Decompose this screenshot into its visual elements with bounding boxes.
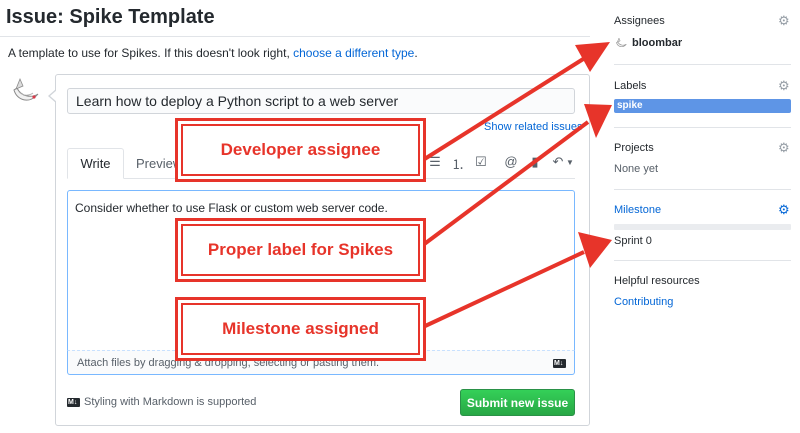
title-divider — [0, 36, 590, 37]
assignee-item[interactable]: bloombar — [614, 36, 682, 50]
sidebar-divider — [614, 260, 791, 261]
page-title: Issue: Spike Template — [6, 6, 215, 28]
callout-text: Milestone assigned — [222, 319, 379, 338]
chevron-down-icon[interactable]: ▼ — [566, 158, 574, 167]
assignee-name: bloombar — [632, 37, 683, 49]
show-related-issues-link[interactable]: Show related issues — [484, 121, 583, 133]
mention-icon[interactable]: @ — [504, 154, 518, 169]
callout-border — [181, 224, 420, 276]
callout-developer-assignee: Developer assignee — [175, 118, 426, 182]
arrow-head-milestone — [578, 232, 612, 268]
arrow-head-assignee — [575, 42, 610, 72]
callout-proper-label: Proper label for Spikes — [175, 218, 426, 282]
label-spike[interactable]: spike — [614, 99, 791, 113]
list-unordered-icon[interactable]: ☰ — [429, 154, 441, 169]
tasklist-icon[interactable]: ☑ — [475, 154, 487, 169]
milestone-heading[interactable]: Milestone — [614, 204, 662, 216]
helpful-resources-heading: Helpful resources — [614, 275, 700, 287]
sidebar-divider — [614, 189, 791, 190]
assignees-heading: Assignees — [614, 15, 665, 27]
issue-title-value: Learn how to deploy a Python script to a… — [76, 93, 399, 109]
projects-value: None yet — [614, 163, 659, 175]
arrow-to-assignee — [421, 54, 590, 162]
callout-border — [181, 124, 420, 176]
gear-icon[interactable]: ⚙ — [778, 78, 790, 93]
milestone-progress-bar — [614, 224, 791, 230]
callout-text: Proper label for Spikes — [207, 240, 394, 259]
issue-body-text: Consider whether to use Flask or custom … — [75, 201, 388, 215]
submit-new-issue-button[interactable]: Submit new issue — [460, 389, 575, 416]
gear-icon[interactable]: ⚙ — [778, 202, 790, 217]
arrow-to-milestone — [422, 250, 585, 329]
arrow-head-label — [584, 104, 612, 138]
template-description-end: . — [414, 46, 418, 60]
callout-border — [181, 303, 420, 355]
sidebar-divider — [614, 127, 791, 128]
projects-heading: Projects — [614, 142, 654, 154]
markdown-icon — [553, 358, 566, 369]
user-avatar[interactable] — [8, 74, 42, 108]
template-description-text: A template to use for Spikes. If this do… — [8, 46, 294, 60]
markdown-icon — [67, 397, 80, 408]
issue-title-input[interactable]: Learn how to deploy a Python script to a… — [67, 88, 575, 114]
template-description: A template to use for Spikes. If this do… — [8, 46, 418, 60]
contributing-link[interactable]: Contributing — [614, 296, 674, 308]
reply-icon[interactable]: ↶ — [552, 154, 564, 169]
tab-write[interactable]: Write — [67, 148, 124, 179]
milestone-value[interactable]: Sprint 0 — [614, 235, 652, 247]
gear-icon[interactable]: ⚙ — [778, 140, 790, 155]
markdown-supported-link[interactable]: Styling with Markdown is supported — [84, 396, 257, 408]
tab-preview[interactable]: Preview — [136, 156, 183, 171]
choose-different-type-link[interactable]: choose a different type — [293, 46, 415, 60]
gear-icon[interactable]: ⚙ — [778, 13, 790, 28]
arrow-to-label — [421, 120, 590, 247]
list-ordered-icon[interactable]: ⒈ — [451, 157, 465, 172]
callout-milestone-assigned: Milestone assigned — [175, 297, 426, 361]
sidebar-divider — [614, 64, 791, 65]
avatar — [616, 37, 627, 48]
labels-heading: Labels — [614, 80, 647, 92]
callout-text: Developer assignee — [220, 140, 381, 159]
